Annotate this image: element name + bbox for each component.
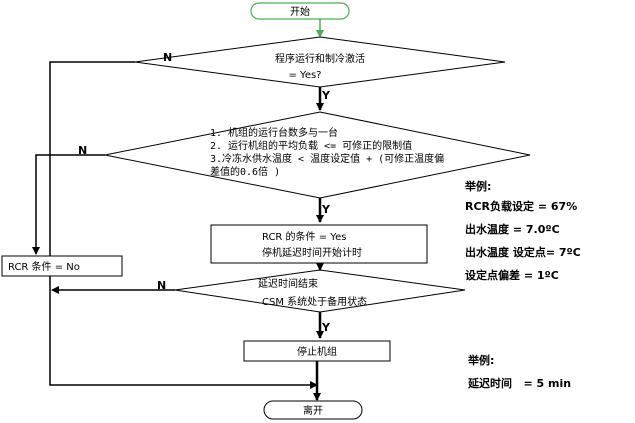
- process1-line2: 停机延迟时间开始计时: [262, 246, 362, 259]
- decision2-line3: 3.冷冻水供水温度 < 温度设定值 + (可修正温度偏: [210, 152, 444, 165]
- no-path-decision2: [32, 154, 105, 255]
- example2-row: 延迟时间 = 5 min: [468, 377, 572, 390]
- yes-label-1: Y: [321, 89, 331, 102]
- rcr-no-label: RCR 条件 = No: [8, 260, 80, 273]
- decision3-line2: CSM 系统处于备用状态: [262, 295, 367, 308]
- example1-row-3: 出水温度 设定点= 7ºC: [465, 246, 581, 259]
- process-rcr-no: [1, 255, 123, 277]
- decision3-line1: 延迟时间结束: [258, 277, 318, 290]
- yes-label-2: Y: [321, 203, 331, 216]
- start-label: 开始: [290, 5, 310, 18]
- example2-title: 举例:: [468, 354, 495, 367]
- start-terminator: [250, 2, 350, 20]
- no-label-1: N: [163, 51, 172, 64]
- example1-row-2: 出水温度 = 7.0ºC: [465, 223, 560, 236]
- yes-label-3: Y: [321, 321, 331, 334]
- decision1-line2: = Yes?: [288, 70, 321, 81]
- no-label-3: N: [157, 279, 166, 292]
- process2-label: 停止机组: [297, 345, 337, 358]
- example1-row-4: 设定点偏差 = 1ºC: [465, 269, 559, 282]
- decision1-line1: 程序运行和制冷激活: [275, 52, 365, 65]
- end-terminator: [263, 400, 363, 420]
- decision2-line2: 2. 运行机组的平均负载 <= 可修正的限制值: [210, 139, 412, 152]
- decision2-line4: 差值的0.6倍 ): [210, 165, 280, 178]
- decision2-line1: 1. 机组的运行台数多与一台: [210, 126, 338, 139]
- example1-title: 举例:: [465, 180, 492, 193]
- example1-row-1: RCR负载设定 = 67%: [465, 200, 578, 213]
- no-label-2: N: [78, 144, 87, 157]
- end-label: 离开: [303, 404, 323, 417]
- no-path-decision1: [49, 61, 318, 389]
- process1-line1: RCR 的条件 = Yes: [262, 230, 346, 243]
- process-rcr-yes: [210, 224, 428, 264]
